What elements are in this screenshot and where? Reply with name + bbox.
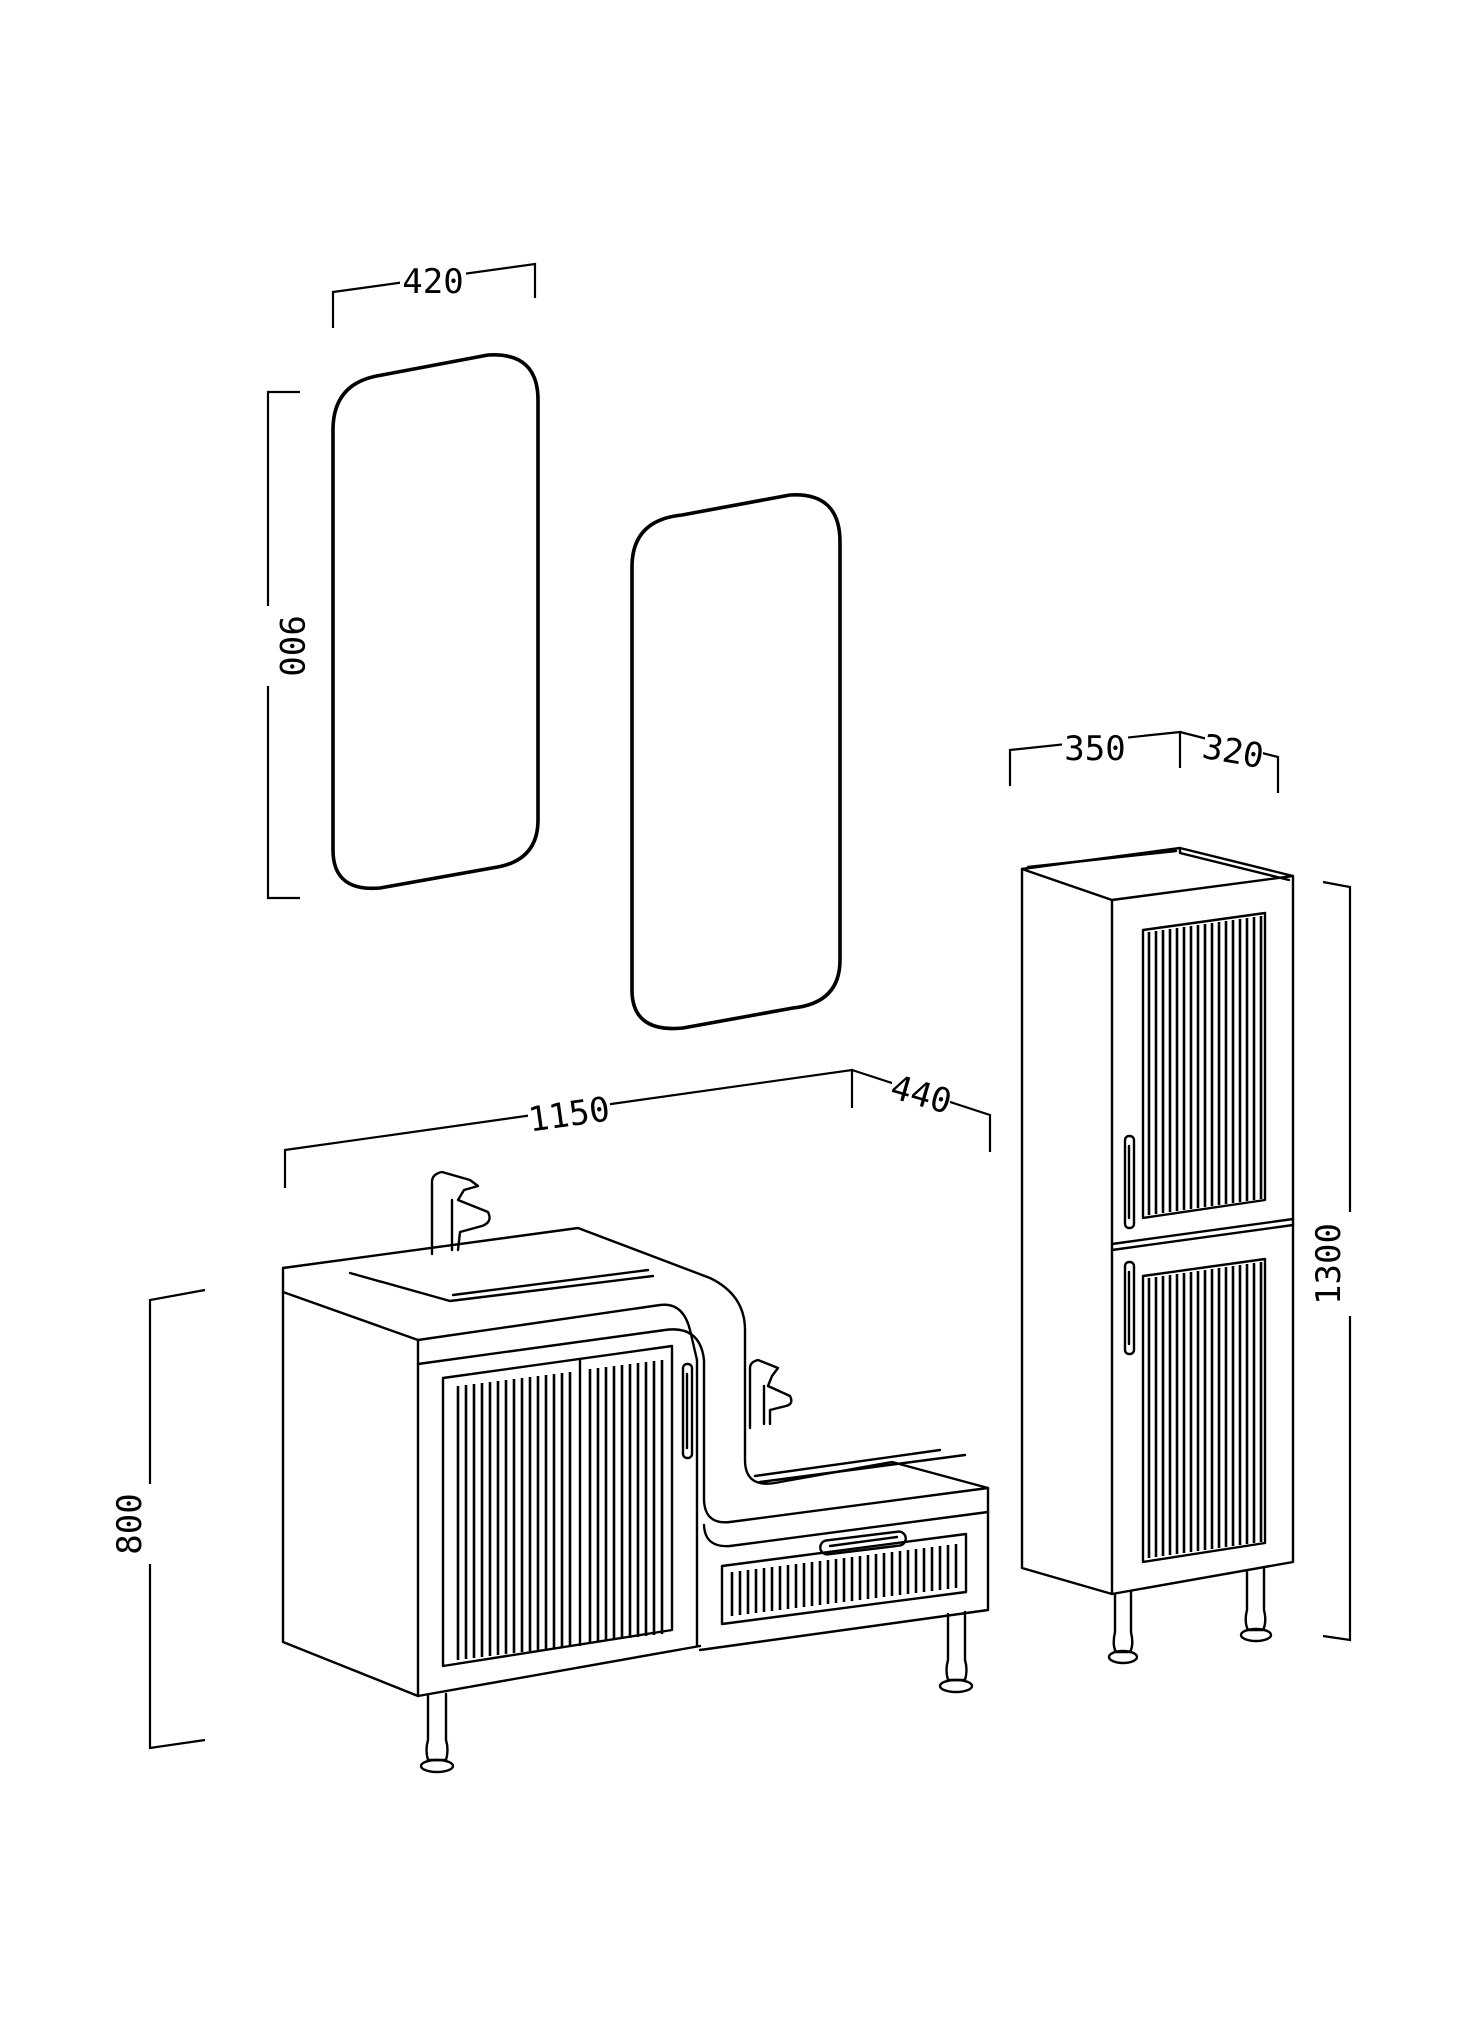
tall-column-cabinet	[1020, 846, 1295, 1665]
vanity-leg-right	[938, 1610, 974, 1694]
dimension-column-width-depth: 350 320	[1008, 727, 1280, 793]
dimension-label-mirror-height: 900	[271, 615, 311, 676]
vanity-leg-left	[419, 1692, 455, 1774]
column-handle-upper	[1123, 1134, 1136, 1230]
dimension-mirror-width: 420	[331, 258, 537, 328]
vanity-door-flutes-right	[588, 1360, 664, 1643]
dimension-label-column-width: 350	[1064, 729, 1125, 769]
faucet-secondary	[748, 1358, 793, 1430]
dimension-vanity-width-depth: 1150 440	[283, 1067, 992, 1188]
dimension-label-column-height: 1300	[1309, 1223, 1349, 1305]
dimension-vanity-height: 800	[110, 1288, 206, 1750]
dimension-column-height: 1300	[1309, 880, 1372, 1642]
column-lower-flutes	[1147, 1262, 1263, 1558]
mirror-left	[331, 353, 540, 891]
vanity-cabinet	[281, 1226, 990, 1698]
column-leg-left	[1107, 1589, 1139, 1665]
column-upper-flutes	[1147, 916, 1263, 1215]
column-handle-lower	[1123, 1260, 1136, 1356]
vanity-drawer-flutes	[730, 1544, 958, 1616]
vanity-door-handle	[681, 1362, 694, 1460]
mirror-right	[630, 493, 842, 1031]
dimension-label-mirror-width: 420	[402, 262, 463, 302]
vanity-door-flutes-left	[456, 1372, 572, 1660]
dimension-label-vanity-height: 800	[110, 1493, 150, 1554]
dimension-mirror-height: 900	[248, 390, 311, 900]
faucet-main	[430, 1170, 491, 1256]
column-leg-right	[1239, 1566, 1273, 1643]
dimension-label-vanity-depth: 440	[886, 1067, 956, 1122]
